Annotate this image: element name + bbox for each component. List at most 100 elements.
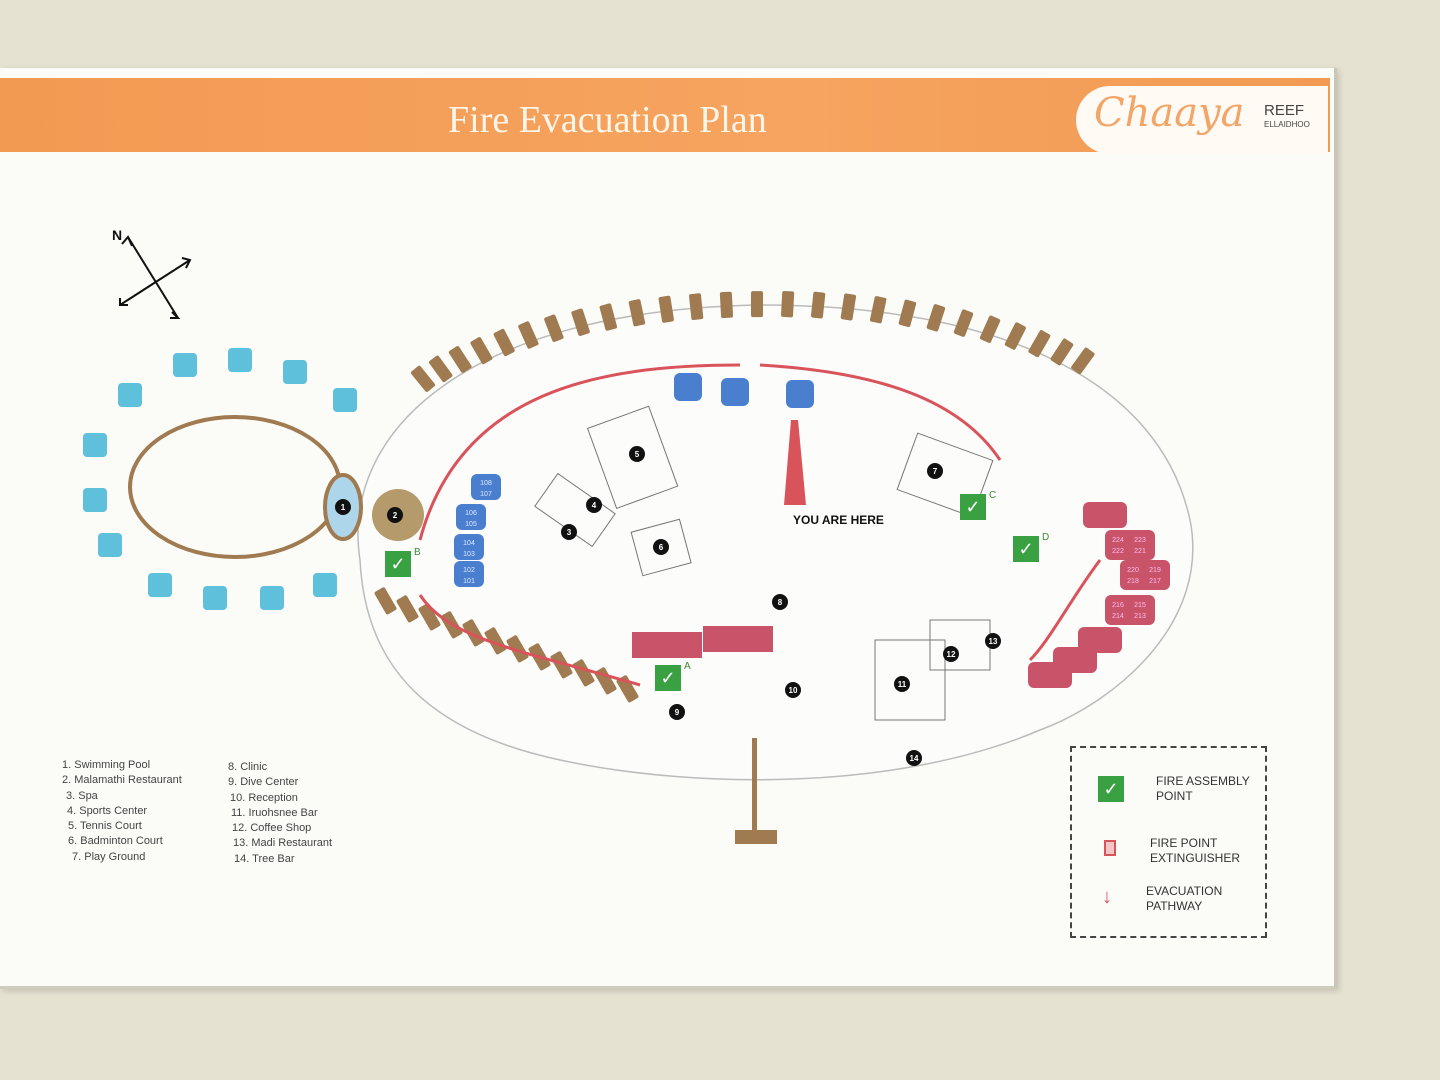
guest-room [410, 365, 436, 392]
room-number: 108 [480, 480, 492, 487]
location-marker-1: 1 [335, 499, 351, 515]
location-marker-3: 3 [561, 524, 577, 540]
places-legend-col2: 8. Clinic 9. Dive Center 10. Reception 1… [228, 760, 332, 867]
water-villa [118, 383, 142, 407]
water-villa [283, 360, 307, 384]
guest-room [493, 328, 515, 357]
assembly-point-label: C [989, 490, 997, 501]
svg-text:2: 2 [393, 511, 398, 520]
red-villa [1105, 530, 1155, 560]
water-villa [98, 533, 122, 557]
red-room-block [703, 626, 773, 652]
place-item: 7. Play Ground [72, 850, 146, 863]
guest-room [599, 303, 618, 331]
guest-room [869, 296, 887, 324]
blue-room [721, 378, 749, 406]
room-number: 101 [463, 578, 475, 585]
guest-room [1004, 322, 1026, 350]
guest-room [810, 291, 826, 319]
you-are-here-label: YOU ARE HERE [793, 513, 884, 527]
water-villa [148, 573, 172, 597]
chaaya-logo: Chaaya REEF ELLAIDHOO [1076, 86, 1328, 154]
guest-room [1028, 330, 1051, 358]
location-marker-13: 13 [985, 633, 1001, 649]
water-villa [203, 586, 227, 610]
room-number: 222 [1112, 548, 1124, 555]
svg-text:9: 9 [675, 708, 680, 717]
guest-room [750, 291, 763, 318]
room-number: 219 [1149, 567, 1161, 574]
place-item: 13. Madi Restaurant [233, 837, 333, 850]
guest-room [628, 299, 646, 327]
place-item: 9. Dive Center [228, 776, 299, 789]
guest-room [840, 293, 857, 321]
assembly-point-label: B [414, 547, 421, 558]
evacuation-pathway [418, 363, 1102, 687]
guest-room [484, 627, 507, 655]
legend-extinguisher-label: FIRE POINT EXTINGUISHER [1150, 836, 1241, 865]
room-number: 102 [463, 567, 475, 574]
svg-text:13: 13 [989, 637, 998, 646]
location-marker-10: 10 [785, 682, 801, 698]
room-number: 224 [1112, 537, 1124, 544]
location-marker-4: 4 [586, 497, 602, 513]
guest-room [898, 299, 917, 328]
red-villa [1105, 595, 1155, 625]
guest-room [374, 587, 397, 615]
location-marker-8: 8 [772, 594, 788, 610]
guest-room [462, 619, 485, 647]
red-villa [1028, 662, 1072, 688]
blue-room [454, 561, 484, 587]
guest-room [448, 346, 472, 373]
location-marker-9: 9 [669, 704, 685, 720]
island-outline [357, 304, 1194, 781]
svg-text:7: 7 [933, 467, 938, 476]
water-villa [333, 388, 357, 412]
header-band: Fire Evacuation Plan Chaaya REEF ELLAIDH… [0, 78, 1330, 154]
blue-room [456, 504, 486, 530]
room-number: 107 [480, 491, 492, 498]
guest-room [470, 337, 493, 365]
place-item: 12. Coffee Shop [232, 822, 312, 835]
location-marker-5: 5 [629, 446, 645, 462]
svg-text:8: 8 [778, 598, 783, 607]
place-item: 8. Clinic [228, 761, 268, 773]
blue-room [471, 474, 501, 500]
guest-room [658, 295, 674, 323]
water-villa-jetty [128, 415, 342, 559]
location-marker-12: 12 [943, 646, 959, 662]
room-number: 220 [1127, 567, 1139, 574]
svg-text:12: 12 [947, 650, 956, 659]
evacuation-arrow-icon: ↓ [1102, 886, 1112, 908]
red-room-block [632, 632, 702, 658]
svg-text:14: 14 [910, 754, 919, 763]
guest-room [571, 308, 590, 336]
place-item: 5. Tennis Court [68, 820, 142, 833]
room-number: 221 [1134, 548, 1146, 555]
water-villa [228, 348, 252, 372]
room-number: 215 [1134, 602, 1146, 609]
room-number: 216 [1112, 602, 1124, 609]
location-marker-11: 11 [894, 676, 910, 692]
plan-title: Fire Evacuation Plan [448, 99, 767, 141]
room-number: 103 [463, 551, 475, 558]
red-villa [1078, 627, 1122, 653]
guest-room [544, 314, 564, 342]
location-marker-7: 7 [927, 463, 943, 479]
guest-room [518, 321, 539, 349]
svg-text:10: 10 [789, 686, 798, 695]
place-item: 1. Swimming Pool [62, 759, 151, 771]
guest-room [396, 595, 419, 623]
water-villa [83, 488, 107, 512]
assembly-point-B: ✓ [385, 551, 411, 577]
room-number: 105 [465, 521, 477, 528]
extinguisher-icon [1104, 840, 1116, 856]
places-legend-col1: 1. Swimming Pool 2. Malamathi Restaurant… [62, 758, 182, 865]
location-marker-6: 6 [653, 539, 669, 555]
water-villa [260, 586, 284, 610]
guest-room [719, 291, 734, 319]
guest-room [953, 309, 974, 337]
legend-assembly-label: FIRE ASSEMBLY POINT [1156, 774, 1250, 803]
guest-room [550, 651, 573, 679]
